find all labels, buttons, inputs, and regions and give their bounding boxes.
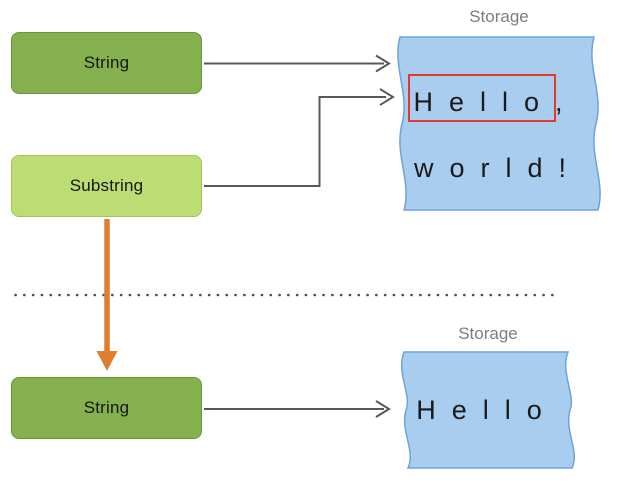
- arrow-substring-to-storage-line: [204, 96, 386, 187]
- storage-title-top: Storage: [469, 7, 529, 26]
- string-box-top: String: [11, 32, 202, 94]
- arrow-bottom-string-to-storage-head-icon: [375, 400, 391, 418]
- storage-shape-bottom: [400, 351, 576, 469]
- storage-wave-path-bottom: [400, 351, 576, 469]
- storage-text-bottom-line1: Hello: [416, 395, 558, 425]
- storage-shape-top: [397, 36, 601, 211]
- storage-text-top-line2: world!: [413, 153, 583, 183]
- string-box-bottom-label: String: [83, 398, 130, 417]
- string-box-top-label: String: [83, 53, 130, 72]
- storage-title-bottom: Storage: [458, 324, 518, 343]
- substring-box-label: Substring: [69, 176, 144, 195]
- arrow-substring-to-storage-head-icon: [379, 88, 395, 106]
- substring-box: Substring: [11, 155, 202, 217]
- string-box-bottom: String: [11, 377, 202, 439]
- storage-text-top-line1: Hello,: [413, 87, 579, 117]
- orange-conversion-arrow: [96, 219, 118, 371]
- substring-highlight-rect: [408, 74, 556, 122]
- arrow-string-to-storage-head-icon: [375, 54, 391, 73]
- orange-arrow-head-icon: [96, 351, 118, 371]
- gray-arrows-group: [204, 54, 395, 418]
- storage-wave-path-top: [397, 36, 601, 211]
